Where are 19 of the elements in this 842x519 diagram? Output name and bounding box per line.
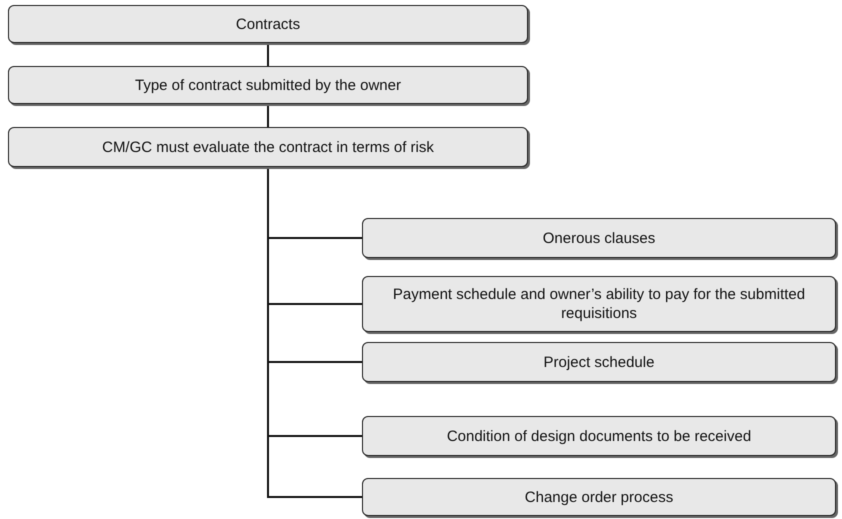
process-box [8,66,528,104]
connector-line [267,104,269,127]
process-box [8,5,528,43]
process-box [362,478,836,516]
box-label: Project schedule [544,352,654,372]
box-label: Payment schedule and owner’s ability to pay for the submitted requisitions [392,285,806,323]
box-label: Change order process [524,488,674,506]
connector-line [267,43,269,66]
box-label: Onerous clauses [542,228,656,248]
process-box [362,276,836,332]
connector-line [267,167,362,498]
box-label: CM/GC must evaluate the contract in terms of risk [102,138,434,156]
box-label: Type of contract submitted by the owner [135,76,401,94]
process-box [362,416,836,456]
process-box [362,218,836,258]
process-box [8,127,528,167]
box-label: Contracts [236,14,300,34]
process-box [362,342,836,382]
box-label: Condition of design documents to be received [446,426,752,446]
